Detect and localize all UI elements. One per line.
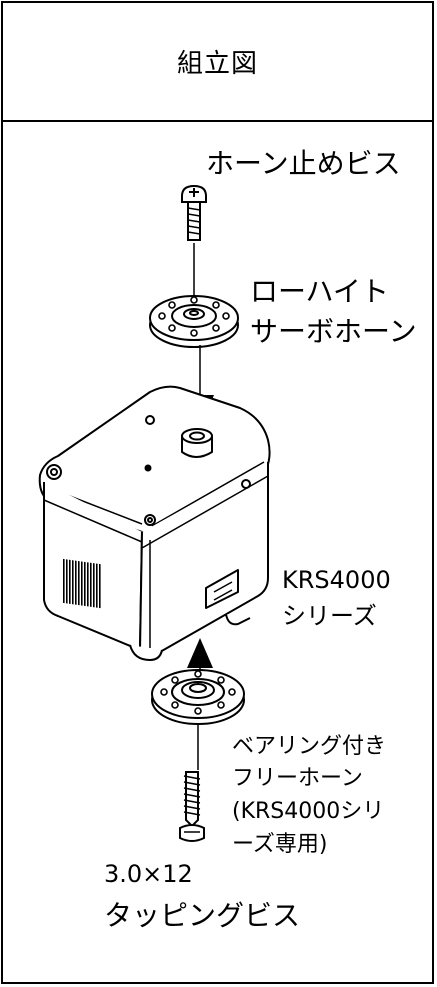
label-low-height-horn-line1: ローハイト: [250, 275, 389, 308]
title-header: 組立図: [3, 3, 432, 122]
horn-screw: [181, 184, 207, 241]
vent-grille: [62, 558, 102, 609]
label-horn-screw: ホーン止めビス: [206, 147, 401, 180]
servo-body: [38, 385, 271, 661]
label-tapping-screw: タッピングビス: [104, 899, 301, 932]
diagram-title: 組立図: [176, 49, 258, 79]
label-bearing-horn-line1: ベアリング付き: [232, 734, 387, 759]
label-bearing-horn-line2: フリーホーン: [232, 766, 363, 791]
label-servo-line2: シリーズ: [282, 602, 377, 630]
label-servo-line1: KRS4000: [282, 566, 391, 594]
bearing-free-horn: [151, 669, 245, 725]
tapping-screw: [179, 771, 205, 842]
label-bearing-horn-line4: ーズ専用): [232, 832, 328, 857]
label-tapping-size: 3.0×12: [104, 860, 193, 888]
low-height-servo-horn: [149, 295, 239, 348]
label-low-height-horn-line2: サーボホーン: [250, 315, 417, 348]
label-bearing-horn-line3: (KRS4000シリ: [232, 799, 385, 824]
